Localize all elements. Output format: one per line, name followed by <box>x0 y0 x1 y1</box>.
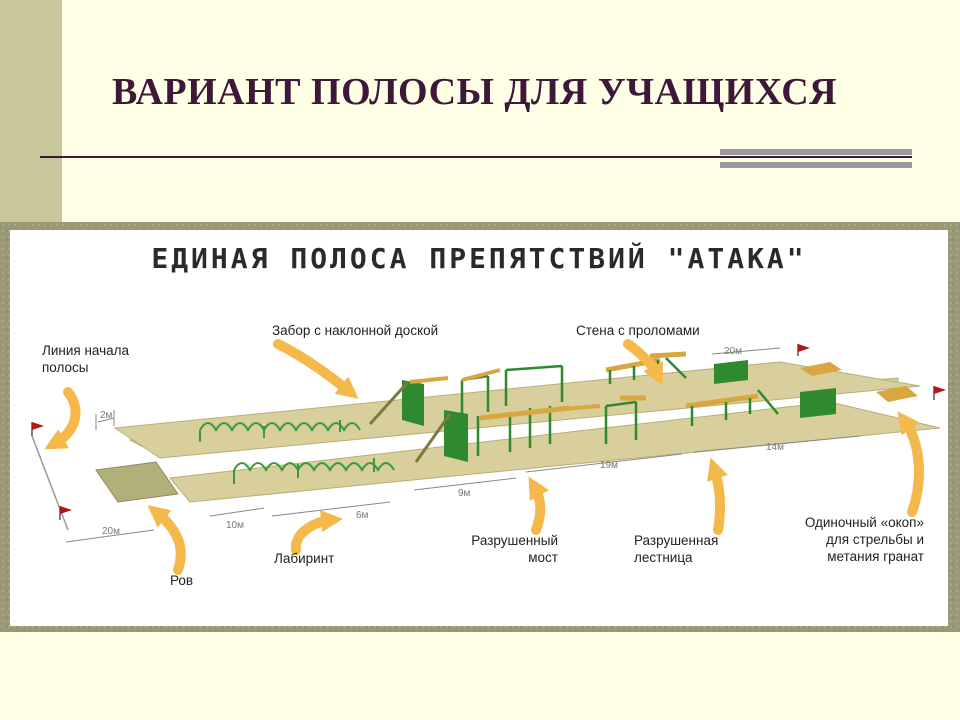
diagram-banner: ЕДИНАЯ ПОЛОСА ПРЕПЯТСТВИЙ "АТАКА" <box>151 242 807 275</box>
dimension-label: 10м <box>226 520 244 531</box>
title-rule-accent <box>720 149 912 155</box>
label-fence: Забор с наклонной доской <box>272 323 439 338</box>
lower-lane <box>169 401 941 503</box>
label-maze: Лабиринт <box>274 551 335 566</box>
start-flag <box>60 506 72 514</box>
left-accent-bar <box>0 0 62 225</box>
title-rule <box>40 156 912 158</box>
bridge-lower <box>476 406 552 456</box>
maze-lower <box>233 458 395 484</box>
slide-title: ВАРИАНТ ПОЛОСЫ ДЛЯ УЧАЩИХСЯ <box>112 71 838 113</box>
label-bridge: Разрушенный мост <box>471 533 558 565</box>
finish-flag <box>934 386 946 394</box>
trench-lower <box>876 386 918 402</box>
fence-upper <box>368 376 449 426</box>
dimension-label: 20м <box>724 346 742 357</box>
maze-upper <box>199 420 361 442</box>
dimension-label: 20м <box>102 526 120 537</box>
label-start-line: Линия начала полосы <box>42 343 130 375</box>
dimension-label: 2м <box>100 410 113 421</box>
callout-arrow <box>290 510 343 555</box>
dimension-label: 6м <box>356 510 369 521</box>
callout-arrow <box>897 411 924 517</box>
dimension-label: 14м <box>766 442 784 453</box>
callout-arrow <box>44 387 81 450</box>
dimension-label: 19м <box>600 460 618 471</box>
title-rule-accent <box>720 162 912 168</box>
label-ditch: Ров <box>170 573 194 588</box>
dimension-label: 9м <box>458 488 471 499</box>
callout-arrow <box>147 505 186 575</box>
upper-lane <box>113 361 921 459</box>
bridge-upper <box>460 364 564 416</box>
obstacle-course-diagram: ЕДИНАЯ ПОЛОСА ПРЕПЯТСТВИЙ "АТАКА" <box>10 230 948 626</box>
ditch-pad <box>95 461 179 503</box>
label-trench: Одиночный «окоп» для стрельбы и метания … <box>804 515 924 564</box>
wall-lower <box>685 388 836 426</box>
callout-arrow <box>707 457 728 535</box>
ladder-lower <box>604 400 638 444</box>
fence-lower <box>414 410 468 463</box>
label-ladder: Разрушенная лестница <box>634 533 719 565</box>
callout-arrow <box>528 476 550 535</box>
callout-arrow <box>623 339 663 386</box>
finish-flag <box>798 344 810 352</box>
trench-upper <box>800 362 842 376</box>
callout-arrow <box>273 339 359 399</box>
course-drawing: 2м 20м 10м 6м 9м 19м 14м 20м <box>31 339 946 575</box>
start-flag <box>32 422 44 430</box>
label-wall: Стена с проломами <box>576 323 700 338</box>
